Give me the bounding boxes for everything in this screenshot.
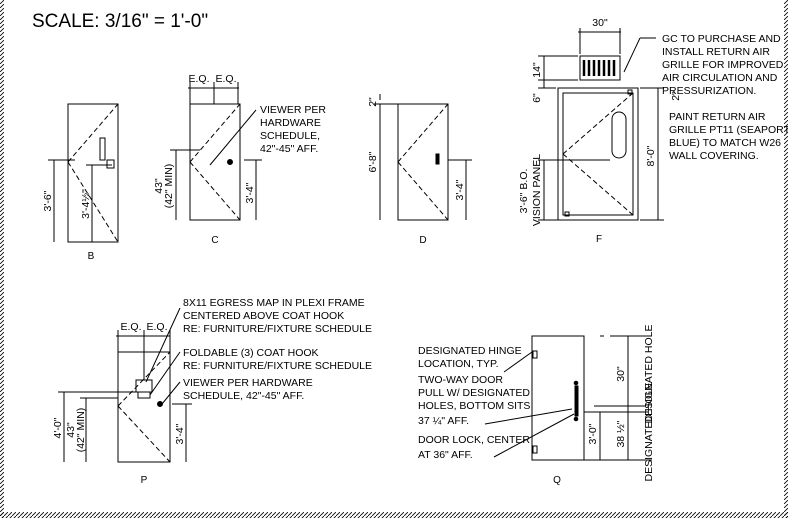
- leader: [209, 109, 257, 166]
- label-p: P: [141, 475, 148, 486]
- dim-3-4: 3'-4": [244, 182, 256, 203]
- label-d: D: [419, 235, 426, 246]
- lock-hardware: [106, 159, 115, 169]
- swing-line: [189, 103, 241, 163]
- dim-42-min: (42" MIN): [163, 164, 175, 209]
- eq-right-p: E.Q.: [146, 321, 167, 333]
- swing-line: [67, 103, 119, 163]
- dim-2: 2": [367, 97, 379, 107]
- swing-line: [562, 92, 634, 155]
- door-lock: [435, 153, 440, 165]
- egress-map-frame: [135, 379, 153, 393]
- leader: [161, 381, 181, 405]
- elevation-c: [170, 82, 262, 221]
- dim-14-text: 14": [531, 62, 543, 78]
- viewer-dot: [157, 401, 163, 407]
- dim-3-6-bo: 3'-6" B.O.: [518, 169, 530, 214]
- leader: [484, 408, 573, 425]
- elevation-b: [48, 103, 119, 243]
- dim-38: 38 ½": [615, 420, 627, 447]
- dim-43-p: 43": [65, 422, 77, 438]
- label-f: F: [596, 234, 602, 245]
- elevation-d: [374, 94, 472, 221]
- dim-3-4-d: 3'-4": [454, 179, 466, 200]
- note-twoway: TWO-WAY DOOR PULL W/ DESIGNATED HOLES, B…: [418, 374, 533, 427]
- door-frame: [397, 103, 449, 221]
- leader: [503, 351, 533, 373]
- note-hinge: DESIGNATED HINGE LOCATION, TYP.: [418, 345, 525, 370]
- door-frame: [557, 87, 639, 221]
- leader: [623, 37, 641, 73]
- leader: [145, 307, 181, 383]
- note-viewer-c: VIEWER PER HARDWARE SCHEDULE, 42"-45" AF…: [260, 104, 329, 155]
- leader: [149, 351, 181, 396]
- dim-3-6: 3'-6": [42, 190, 54, 211]
- dim-3-4-5: 3'-4½": [80, 189, 92, 219]
- dim-2-f: 2": [670, 91, 682, 101]
- note-hook: FOLDABLE (3) COAT HOOK RE: FURNITURE/FIX…: [183, 347, 372, 372]
- dim-3-4-p: 3'-4": [174, 423, 186, 444]
- hinge-top: [532, 350, 538, 359]
- elevation-p: [58, 307, 192, 463]
- swing-line: [397, 103, 449, 163]
- door-leaf: [562, 92, 634, 216]
- eq-left: E.Q.: [188, 73, 209, 85]
- return-air-grille: [579, 55, 621, 81]
- note-viewer-p: VIEWER PER HARDWARE SCHEDULE, 42"-45" AF…: [183, 377, 316, 402]
- door-leaf: [531, 335, 585, 461]
- dim-6-text: 6": [531, 93, 543, 103]
- door-pull: [99, 137, 106, 161]
- label-b: B: [88, 251, 95, 262]
- hinge-bottom: [532, 445, 538, 454]
- elevation-q: [484, 335, 652, 461]
- note-gc: GC TO PURCHASE AND INSTALL RETURN AIR GR…: [662, 33, 786, 97]
- dim-30-q: 30": [615, 366, 627, 382]
- dim-4-0: 4'-0": [52, 417, 64, 438]
- dim-8-0-text: 8'-0": [645, 145, 657, 166]
- label-q: Q: [553, 475, 561, 486]
- door-pull: [574, 385, 579, 417]
- designated-hole-upper: DESIGNATED HOLE: [643, 325, 655, 424]
- elevation-f: [538, 28, 664, 221]
- designated-hole-lower: DESIGNATED HOLE: [643, 383, 655, 482]
- note-paint: PAINT RETURN AIR GRILLE PT11 (SEAPORT BL…: [669, 111, 788, 162]
- scale-title: SCALE: 3/16" = 1'-0": [32, 11, 208, 32]
- vision-panel-text: VISION PANEL: [531, 154, 543, 226]
- dim-42-min-p: (42" MIN): [75, 408, 87, 453]
- leader: [493, 413, 575, 458]
- viewer-dot: [227, 159, 233, 165]
- dim-6-8: 6'-8": [367, 151, 379, 172]
- dim-30-text: 30": [592, 17, 608, 29]
- vision-panel: [611, 111, 627, 159]
- door-frame: [67, 103, 119, 243]
- eq-right: E.Q.: [215, 73, 236, 85]
- dim-3-0: 3'-0": [587, 423, 599, 444]
- coat-hook: [137, 391, 151, 399]
- label-c: C: [211, 235, 218, 246]
- dim-43: 43": [153, 178, 165, 194]
- swing-line: [117, 351, 171, 407]
- note-lock: DOOR LOCK, CENTER AT 36" AFF.: [418, 434, 533, 461]
- note-egress: 8X11 EGRESS MAP IN PLEXI FRAME CENTERED …: [183, 297, 372, 335]
- eq-left-p: E.Q.: [120, 321, 141, 333]
